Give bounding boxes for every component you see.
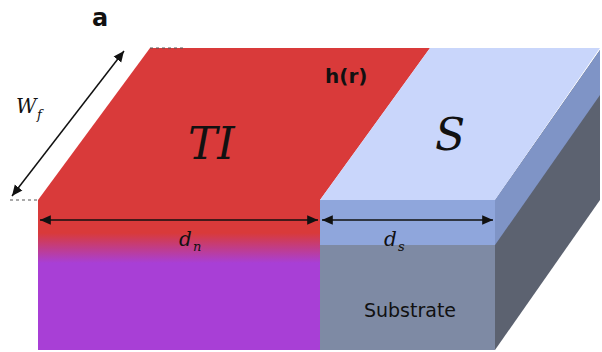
field-label: h(r): [325, 66, 367, 86]
s-top-face: S: [405, 100, 495, 170]
length-symbol: d: [178, 229, 193, 249]
width-symbol: W: [16, 96, 37, 116]
length-subscript: n: [192, 240, 202, 253]
width-subscript: f: [37, 108, 42, 121]
substrate-label: Substrate: [364, 301, 456, 320]
length-subscript: s: [397, 240, 406, 253]
material-label: TI: [188, 122, 235, 166]
length-symbol: d: [383, 229, 398, 249]
material-label: S: [435, 113, 465, 157]
ti-top-face: TI h(r): [60, 52, 390, 197]
panel-letter: a: [92, 6, 108, 30]
substrate-face: Substrate: [330, 275, 490, 345]
